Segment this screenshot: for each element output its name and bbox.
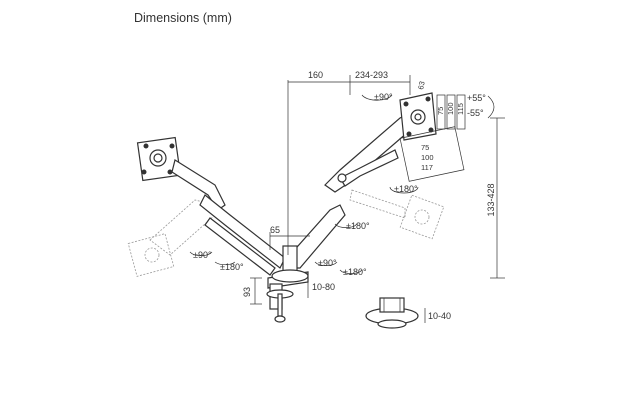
right-arm (284, 92, 437, 269)
vesa-plate-diagram (399, 94, 466, 182)
base-rotate-label: ±180° (343, 267, 367, 277)
ghost-swivel-label: ±90° (193, 250, 212, 260)
grommet-range-label: 10-40 (428, 311, 451, 321)
base-clamp (266, 245, 309, 323)
ghost-rotate-label: ±180° (220, 262, 244, 272)
pole-width-label: 65 (270, 225, 280, 235)
tilt-up-label: +55° (467, 93, 486, 103)
left-arm (136, 136, 286, 276)
base-swivel-label: ±90° (318, 258, 337, 268)
ghost-arm-right (349, 189, 445, 240)
grommet-mount (365, 297, 419, 329)
ghost-arm-left (127, 199, 216, 277)
vesa-v3-label: 115 (456, 103, 465, 115)
arm-offset-label: 160 (308, 70, 323, 80)
clamp-height-label: 93 (242, 287, 252, 297)
vesa-h2-label: 100 (421, 153, 434, 162)
vesa-h3-label: 117 (421, 163, 433, 172)
arm-reach-label: 234-293 (355, 70, 388, 80)
dimension-lines (189, 75, 505, 323)
page-title: Dimensions (mm) (134, 11, 232, 25)
vesa-h1-label: 75 (421, 143, 429, 152)
vesa-v2-label: 100 (446, 102, 455, 115)
vesa-v1-label: 75 (436, 107, 445, 115)
swivel-top-label: ±90° (374, 92, 393, 102)
swivel-mid-label: ±180° (346, 221, 370, 231)
clamp-range-label: 10-80 (312, 282, 335, 292)
tilt-down-label: -55° (467, 108, 484, 118)
plate-size-label: 63 (416, 80, 427, 90)
swivel-head-label: ±180° (394, 184, 418, 194)
pole-height-label: 133-428 (486, 183, 496, 216)
